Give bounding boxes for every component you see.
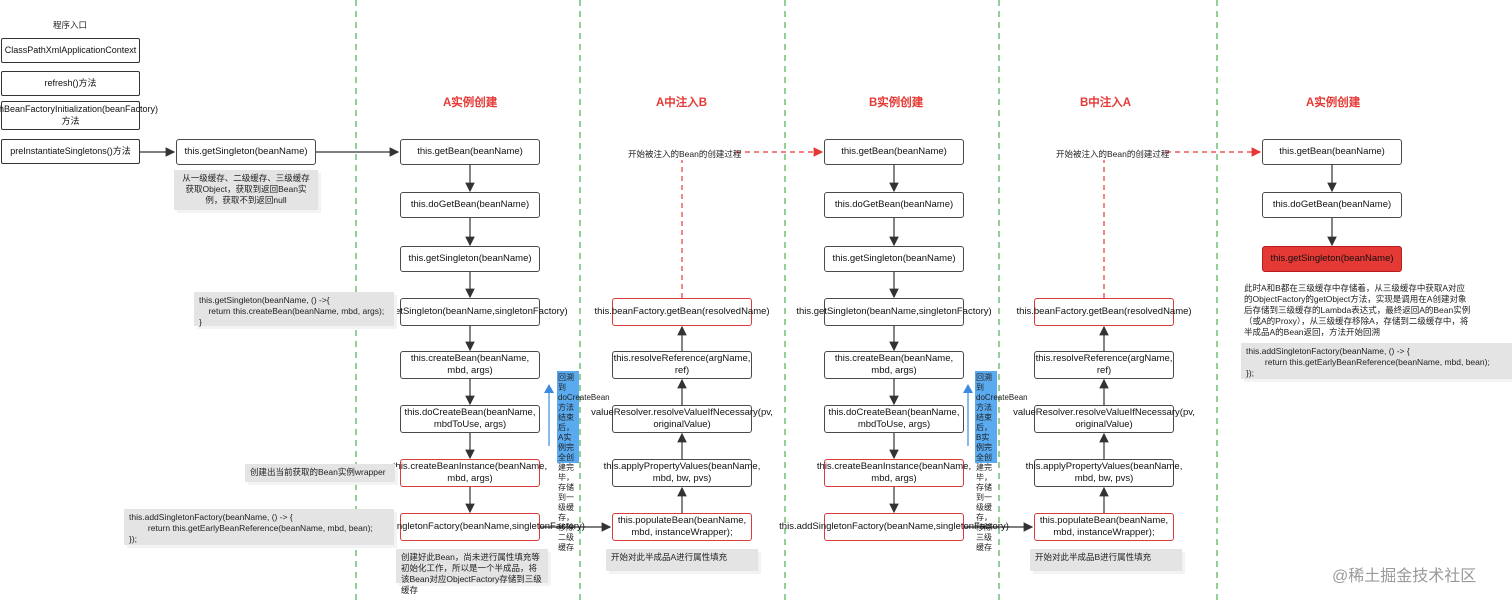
a-get-bean-node: this.getBean(beanName) xyxy=(400,139,540,165)
a-add-singleton-factory-node: this.addSingletonFactory(beanName,single… xyxy=(355,513,585,541)
ba-factory-get-bean-node: this.beanFactory.getBean(resolvedName) xyxy=(1016,298,1192,326)
watermark: @稀土掘金技术社区 xyxy=(1332,568,1477,585)
start-inject-label-b: 开始被注入的Bean的创建过程 xyxy=(1056,149,1170,159)
heading-b-create: B实例创建 xyxy=(869,97,924,109)
b-create-bean-node: this.createBean(beanName, mbd, args) xyxy=(824,351,964,379)
blue-arrow-a-head xyxy=(544,384,554,393)
heading-a-inject-b: A中注入B xyxy=(656,97,708,109)
lane-dividers xyxy=(355,0,1218,601)
heading-a-create-final: A实例创建 xyxy=(1306,97,1361,109)
ab-factory-get-bean-node: this.beanFactory.getBean(resolvedName) xyxy=(594,298,770,326)
b-add-singleton-factory-node: this.addSingletonFactory(beanName,single… xyxy=(779,513,1009,541)
a-create-bean-node: this.createBean(beanName, mbd, args) xyxy=(400,351,540,379)
ba-populate-bean-node: this.populateBean(beanName, mbd, instanc… xyxy=(1034,513,1174,541)
final-get-bean-node: this.getBean(beanName) xyxy=(1262,139,1402,165)
get-singleton-first-node: this.getSingleton(beanName) xyxy=(176,139,316,165)
a-backtrack-note: 回溯到doCreateBean方法结束后，A实例完全创建完毕，存储到一级缓存，移… xyxy=(557,371,610,552)
a-create-wrapper-note: 创建出当前获取的Bean实例wrapper xyxy=(245,464,395,482)
blue-arrow-b-head xyxy=(963,384,973,393)
entry-classpath-context: ClassPathXmlApplicationContext xyxy=(1,38,140,63)
ab-fill-a-note: 开始对此半成品A进行属性填充 xyxy=(606,549,758,571)
heading-b-inject-a: B中注入A xyxy=(1080,97,1132,109)
b-get-bean-node: this.getBean(beanName) xyxy=(824,139,964,165)
a-get-singleton-factory-node: this.getSingleton(beanName,singletonFact… xyxy=(372,298,568,326)
b-get-singleton-node: this.getSingleton(beanName) xyxy=(824,246,964,272)
b-backtrack-note: 回溯到doCreateBean方法结束后，B实例完全创建完毕，存储到一级缓存，移… xyxy=(975,371,1028,552)
ab-resolve-reference-node: this.resolveReference(argName, ref) xyxy=(612,351,752,379)
ba-resolve-value-node: valueResolver.resolveValueIfNecessary(pv… xyxy=(1013,405,1195,433)
ba-fill-b-note: 开始对此半成品B进行属性填充 xyxy=(1030,549,1182,571)
a-do-get-bean-node: this.doGetBean(beanName) xyxy=(400,192,540,218)
b-do-get-bean-node: this.doGetBean(beanName) xyxy=(824,192,964,218)
ab-resolve-value-node: valueResolver.resolveValueIfNecessary(pv… xyxy=(591,405,773,433)
a-create-bean-instance-node: this.createBeanInstance(beanName, mbd, a… xyxy=(393,459,547,487)
a-get-singleton-node: this.getSingleton(beanName) xyxy=(400,246,540,272)
get-singleton-note: 从一级缓存、二级缓存、三级缓存获取Object，获取到返回Bean实例，获取不到… xyxy=(174,170,318,210)
final-do-get-bean-node: this.doGetBean(beanName) xyxy=(1262,192,1402,218)
b-create-bean-instance-node: this.createBeanInstance(beanName, mbd, a… xyxy=(817,459,971,487)
a-do-create-bean-node: this.doCreateBean(beanName, mbdToUse, ar… xyxy=(400,405,540,433)
entry-finish-bean-factory-init: finishBeanFactoryInitialization(beanFact… xyxy=(0,101,158,130)
a-add-factory-code-note: this.addSingletonFactory(beanName, () ->… xyxy=(124,509,394,545)
ba-resolve-reference-node: this.resolveReference(argName, ref) xyxy=(1034,351,1174,379)
a-early-exposure-note: 创建好此Bean，尚未进行属性填充等初始化工作，所以是一个半成品，将该Bean对… xyxy=(396,549,548,595)
entry-refresh-method: refresh()方法 xyxy=(1,71,140,96)
ab-apply-property-values-node: this.applyPropertyValues(beanName, mbd, … xyxy=(604,459,760,487)
final-get-singleton-node: this.getSingleton(beanName) xyxy=(1262,246,1402,272)
flow-arrows xyxy=(140,147,1337,532)
final-desc-text: 此时A和B都在三级缓存中存储着，从三级缓存中获取A对应的ObjectFactor… xyxy=(1244,283,1471,338)
entry-pre-instantiate-singletons: preInstantiateSingletons()方法 xyxy=(1,139,140,164)
heading-a-create: A实例创建 xyxy=(443,97,498,109)
a-lambda-note: this.getSingleton(beanName, () ->{ retur… xyxy=(194,292,394,327)
entry-title: 程序入口 xyxy=(53,20,88,30)
b-do-create-bean-node: this.doCreateBean(beanName, mbdToUse, ar… xyxy=(824,405,964,433)
ab-populate-bean-node: this.populateBean(beanName, mbd, instanc… xyxy=(612,513,752,541)
b-get-singleton-factory-node: this.getSingleton(beanName,singletonFact… xyxy=(796,298,992,326)
start-inject-label-a: 开始被注入的Bean的创建过程 xyxy=(628,149,742,159)
ba-apply-property-values-node: this.applyPropertyValues(beanName, mbd, … xyxy=(1026,459,1182,487)
final-code-note: this.addSingletonFactory(beanName, () ->… xyxy=(1241,343,1512,379)
